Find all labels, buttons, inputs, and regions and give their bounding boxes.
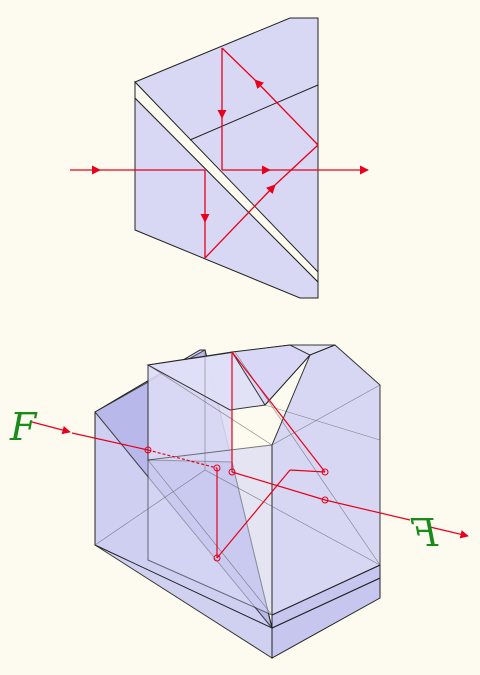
output-beam-3d: [429, 526, 469, 539]
input-beam-3d: [31, 421, 71, 435]
air-gap: [134, 80, 319, 284]
beam-diagonal-upper: [254, 79, 319, 146]
roof-edge: [189, 84, 319, 141]
input-letter-label: F: [9, 405, 38, 449]
beam-contact-points: [144, 446, 329, 562]
bottom-3d-view: F F: [9, 344, 469, 659]
beam-diagonal-up: [204, 184, 276, 259]
top-section-view: [70, 17, 369, 299]
upper-prism-roof-left: [231, 344, 311, 406]
output-letter-label: F: [410, 511, 439, 555]
bottom-beam-path: [31, 351, 469, 559]
top-beam-path: [70, 47, 369, 259]
